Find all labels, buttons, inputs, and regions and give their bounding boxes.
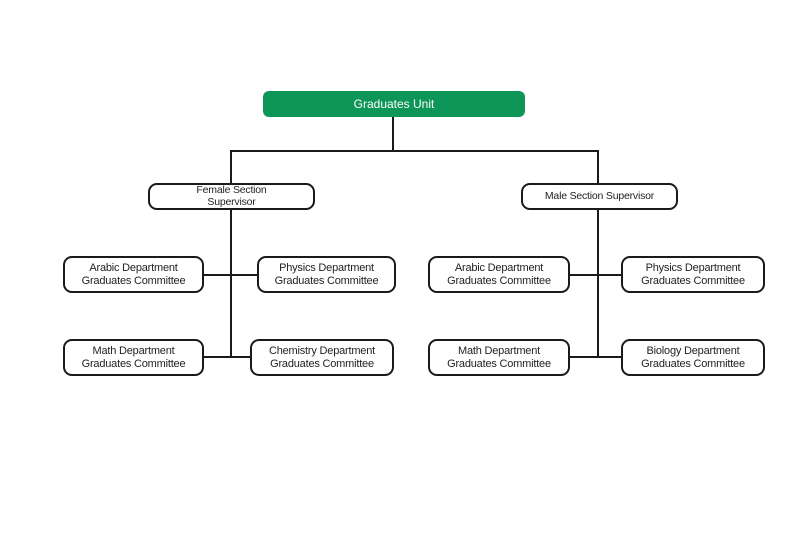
connector-male-trunk [597,210,599,358]
node-label-line: Arabic Department [454,262,544,274]
connector-top-horizontal [230,150,599,152]
node-male-math-committee: Math Department Graduates Committee [428,339,570,376]
node-male-arabic-committee: Arabic Department Graduates Committee [428,256,570,293]
connector-root-drop [392,117,394,151]
connector-female-trunk [230,210,232,358]
node-male-physics-committee: Physics Department Graduates Committee [621,256,765,293]
connector-male-row2 [570,356,621,358]
node-male-biology-committee: Biology Department Graduates Committee [621,339,765,376]
node-female-arabic-committee: Arabic Department Graduates Committee [63,256,204,293]
node-label-line: Supervisor [207,195,256,208]
node-label: Graduates Unit [353,96,435,111]
node-female-math-committee: Math Department Graduates Committee [63,339,204,376]
node-label-line: Graduates Committee [447,274,551,287]
node-female-section-supervisor: Female Section Supervisor [148,183,315,210]
node-label-line: Graduates Committee [81,274,186,287]
node-label-line: Graduates Committee [274,274,379,287]
node-label-line: Graduates Committee [641,357,745,370]
node-label-line: Graduates Committee [447,357,551,370]
connector-female-row2 [204,356,250,358]
node-male-section-supervisor: Male Section Supervisor [521,183,678,210]
node-label-line: Physics Department [279,262,374,274]
node-label-line: Graduates Committee [270,357,374,370]
connector-female-row1 [204,274,257,276]
node-label-line: Math Department [92,345,175,357]
node-label-line: Physics Department [645,262,741,274]
node-label-line: Male Section Supervisor [544,189,655,202]
connector-female-drop [230,150,232,183]
node-label-line: Biology Department [646,345,740,357]
connector-male-drop [597,150,599,183]
node-label-line: Math Department [458,345,540,357]
node-label-line: Graduates Committee [641,274,745,287]
node-female-physics-committee: Physics Department Graduates Committee [257,256,396,293]
node-label-line: Graduates Committee [81,357,186,370]
node-graduates-unit: Graduates Unit [263,91,525,117]
node-label-line: Chemistry Department [268,345,376,357]
node-label-line: Arabic Department [89,262,178,274]
node-label-line: Female Section [196,184,267,196]
node-female-chemistry-committee: Chemistry Department Graduates Committee [250,339,394,376]
connector-male-row1 [570,274,621,276]
